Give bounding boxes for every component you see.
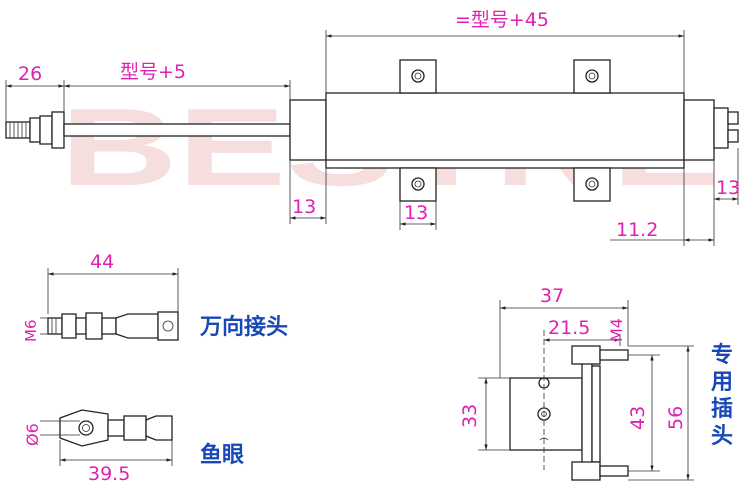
piston-rod xyxy=(63,123,291,137)
dim-rod-end: 26 xyxy=(18,63,42,85)
bracket-top-right xyxy=(573,59,611,94)
uj-thread xyxy=(47,317,63,335)
end-screw-top xyxy=(571,345,601,365)
dim-end-width: 37 xyxy=(540,285,564,307)
rear-cap xyxy=(683,99,715,161)
end-label-char-4: 头 xyxy=(711,424,733,449)
fisheye-label: 鱼眼 xyxy=(200,442,244,468)
dim-left: 13 xyxy=(292,196,316,218)
dim-end-h2: 43 xyxy=(627,406,649,430)
rod-end-nut-2 xyxy=(39,115,53,145)
bracket-bottom-left xyxy=(399,167,437,202)
uj-body xyxy=(115,313,159,339)
fisheye-eye xyxy=(59,409,109,447)
connector xyxy=(713,107,729,149)
connector-pin-2 xyxy=(727,129,739,143)
dim-body-length: =型号+45 xyxy=(455,9,549,31)
dim-uj-length: 44 xyxy=(90,251,114,273)
dim-end-thread: M4 xyxy=(607,318,626,342)
dim-end-inner: 21.5 xyxy=(548,317,590,339)
fisheye-view: 39.5 Ø6 鱼眼 xyxy=(23,409,244,485)
end-view: 37 21.5 M4 33 43 56 专 用 插 头 xyxy=(459,285,733,481)
dim-end-h3: 56 xyxy=(665,406,687,430)
dim-connector: 11.2 xyxy=(616,219,658,241)
universal-joint-view: 44 M6 万向接头 xyxy=(22,251,288,342)
dim-bracket: 13 xyxy=(404,202,428,224)
dim-uj-thread: M6 xyxy=(22,320,40,343)
end-screw-bottom xyxy=(571,461,601,481)
main-view: =型号+45 型号+5 26 13 13 13 11.2 xyxy=(5,9,740,246)
fisheye-neck xyxy=(107,419,125,437)
end-label-char-1: 专 xyxy=(711,342,733,368)
dim-stroke: 型号+5 xyxy=(120,61,186,83)
main-body xyxy=(325,92,685,169)
uj-head xyxy=(157,311,179,341)
end-rail-left xyxy=(581,361,593,467)
dim-fisheye-hole: Ø6 xyxy=(23,423,42,446)
end-label-char-2: 用 xyxy=(711,370,733,395)
dim-fisheye-length: 39.5 xyxy=(88,463,130,485)
bracket-bottom-right xyxy=(573,167,611,202)
rod-end-flange xyxy=(51,111,65,149)
rod-end-nut xyxy=(29,117,41,143)
bracket-top-left xyxy=(399,59,437,94)
end-label-char-3: 插 xyxy=(711,397,733,422)
end-plate xyxy=(509,377,583,451)
dim-right: 13 xyxy=(716,177,740,199)
connector-pin-1 xyxy=(727,111,739,125)
dim-end-h1: 33 xyxy=(459,404,481,428)
front-cap xyxy=(289,99,327,161)
universal-joint-label: 万向接头 xyxy=(199,314,288,340)
